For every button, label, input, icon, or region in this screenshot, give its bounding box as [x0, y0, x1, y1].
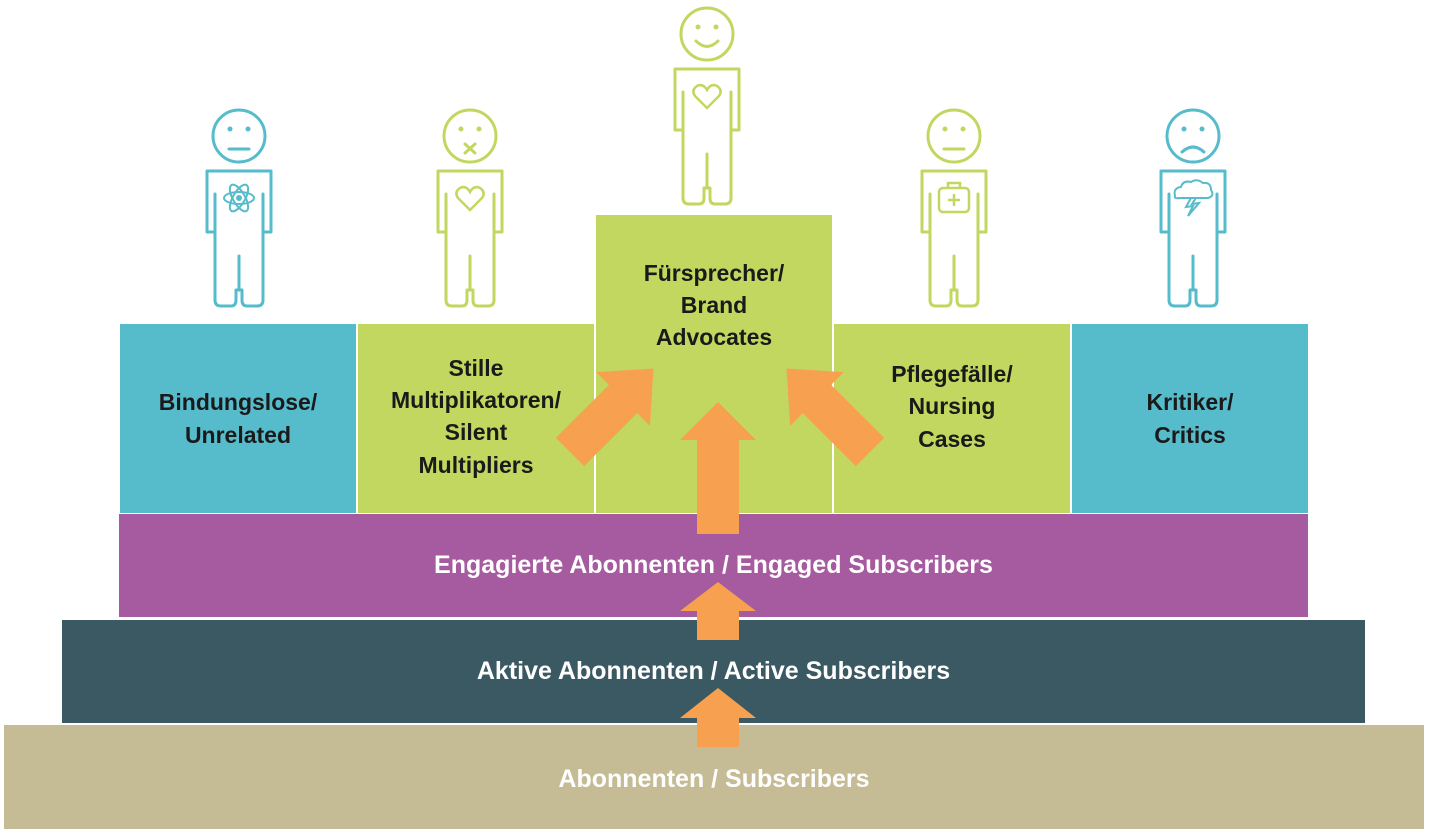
- tier-active-label: Aktive Abonnenten / Active Subscribers: [476, 657, 951, 685]
- segment-silent-multipliers: Stille Multiplikatoren/ Silent Multiplie…: [358, 324, 594, 513]
- segment-silent-line4: Multipliers: [418, 451, 534, 478]
- heart-icon: [692, 83, 722, 110]
- figure-silent-multipliers: [436, 108, 504, 308]
- segment-silent-line3: Silent: [444, 419, 508, 446]
- tier-subscribers-label: Abonnenten / Subscribers: [558, 764, 870, 793]
- segment-advocates-line2: Brand: [680, 292, 748, 319]
- segment-critics: Kritiker/ Critics: [1072, 324, 1308, 513]
- first-aid-kit-icon: [937, 181, 971, 214]
- segment-unrelated: Bindungslose/ Unrelated: [120, 324, 356, 513]
- segment-nursing-cases: Pflegefälle/ Nursing Cases: [834, 324, 1070, 513]
- figure-brand-advocates: [673, 6, 741, 206]
- segment-nursing-line1: Pflegefälle/: [891, 361, 1013, 388]
- arrow-diagonal-nursing-to-advocates: [786, 368, 885, 467]
- figure-unrelated: [205, 108, 273, 308]
- atom-icon: [223, 183, 255, 213]
- segment-silent-line1: Stille: [448, 355, 504, 381]
- segment-advocates-line3: Advocates: [655, 324, 773, 351]
- segment-unrelated-line1: Bindungslose/: [158, 389, 318, 416]
- segment-advocates-line1: Fürsprecher/: [643, 260, 785, 286]
- arrow-up-subscribers-to-active: [680, 688, 756, 747]
- segment-nursing-line3: Cases: [918, 425, 986, 452]
- segment-silent-line2: Multiplikatoren/: [391, 387, 561, 414]
- arrow-diagonal-silent-to-advocates: [555, 368, 654, 467]
- heart-icon: [455, 185, 485, 212]
- figure-nursing-cases: [920, 108, 988, 308]
- tier-engaged-label: Engagierte Abonnenten / Engaged Subscrib…: [434, 551, 993, 579]
- segment-unrelated-line2: Unrelated: [184, 421, 292, 448]
- storm-cloud-icon: [1173, 179, 1214, 217]
- figure-critics: [1159, 108, 1227, 308]
- arrow-up-engaged-to-advocates: [680, 402, 756, 534]
- segment-critics-line2: Critics: [1154, 421, 1226, 448]
- arrow-up-active-to-engaged-2: [680, 582, 756, 640]
- segment-critics-line1: Kritiker/: [1146, 389, 1234, 416]
- segment-nursing-line2: Nursing: [908, 393, 996, 420]
